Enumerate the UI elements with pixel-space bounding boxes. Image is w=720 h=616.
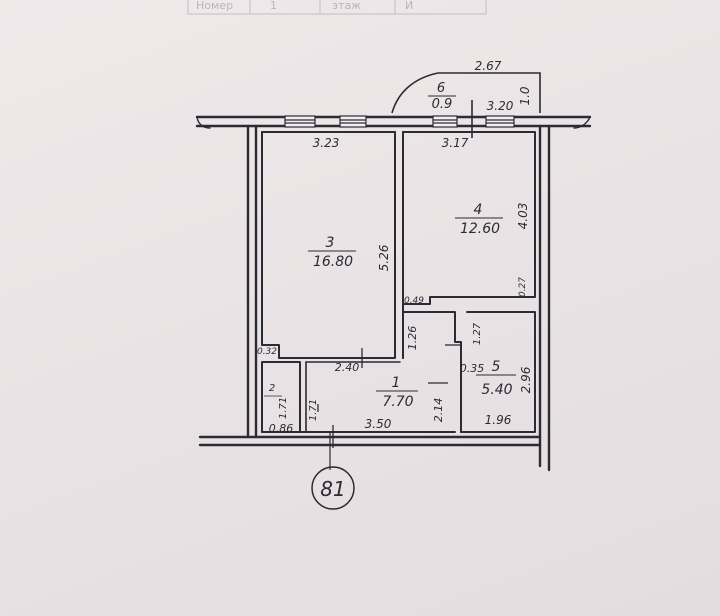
stamp-value-floor: И <box>405 0 413 12</box>
dimension-labels: 2.67 3.20 1.0 3.23 3.17 5.26 4.03 0.27 0… <box>257 59 533 435</box>
room-3-area: 16.80 <box>313 254 353 270</box>
stamp-label-number: Номер <box>196 0 233 12</box>
room-4-area: 12.60 <box>460 221 500 237</box>
dim-wc-height: 1.71 <box>308 399 319 421</box>
dim-bath-left: 0.35 <box>460 362 485 375</box>
dim-balcony-top: 2.67 <box>475 59 502 73</box>
apartment-circle <box>311 466 355 510</box>
room-6-label: 6 0.9 <box>428 81 456 112</box>
walls <box>195 115 592 472</box>
door-marks <box>317 344 460 470</box>
dim-balcony-width: 3.20 <box>487 99 514 113</box>
room-5-area: 5.40 <box>481 382 512 398</box>
dim-bath-bottom: 1.96 <box>485 413 512 427</box>
room-2-label: 2 1.71 <box>264 383 289 419</box>
room-1-area: 7.70 <box>382 394 413 410</box>
room-3-number: 3 <box>326 235 335 251</box>
dim-room4-notch: 0.49 <box>404 296 424 306</box>
balcony <box>391 72 541 138</box>
apartment-number: 81 <box>320 477 345 501</box>
room-6-area: 0.9 <box>432 97 453 112</box>
dim-room3-top: 3.23 <box>313 136 340 150</box>
dim-bath-top: 1.27 <box>472 322 483 345</box>
stamp-value-number: 1 <box>270 0 277 12</box>
dim-hall-step: 1.26 <box>406 326 419 351</box>
room-2-number: 2 <box>269 383 275 394</box>
room-4-label: 4 12.60 <box>455 202 503 237</box>
room-5-label: 5 5.40 <box>476 359 516 398</box>
room-5-number: 5 <box>492 359 501 375</box>
dim-hall-bottom: 3.50 <box>365 417 392 431</box>
dim-room4-height: 4.03 <box>516 203 530 230</box>
dim-hall-right: 2.14 <box>432 398 445 423</box>
dim-balcony-depth: 1.0 <box>518 86 532 105</box>
room-1-label: 1 7.70 <box>376 375 418 410</box>
dim-corner-left: 0.32 <box>257 347 277 357</box>
room-6-number: 6 <box>437 81 445 96</box>
dim-room4-step: 0.27 <box>518 277 528 297</box>
room-1-number: 1 <box>392 375 401 391</box>
dim-room3-height: 5.26 <box>377 244 391 271</box>
room-4-number: 4 <box>474 202 483 218</box>
header-stamp: Номер 1 этаж И <box>187 0 487 15</box>
dim-wc-bottom: 0.86 <box>269 422 294 435</box>
dim-hall-top: 2.40 <box>335 361 360 374</box>
dim-bath-height: 2.96 <box>519 366 533 393</box>
windows <box>284 115 515 128</box>
room-2-area: 1.71 <box>278 397 289 419</box>
dim-room4-top: 3.17 <box>442 136 469 150</box>
room-3-label: 3 16.80 <box>308 235 356 270</box>
stamp-label-floor: этаж <box>332 0 361 12</box>
